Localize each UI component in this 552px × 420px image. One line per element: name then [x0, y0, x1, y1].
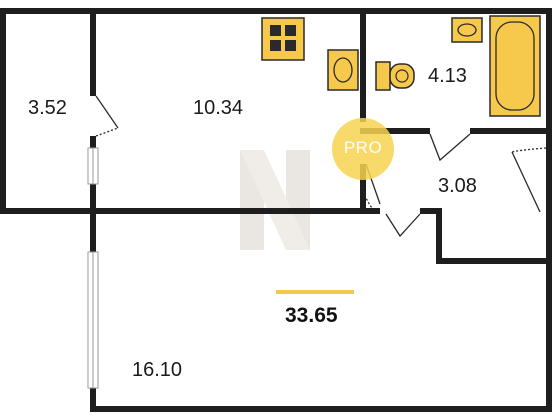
doors — [95, 95, 547, 238]
toilet-icon — [375, 61, 415, 91]
room-area-bathroom: 4.13 — [428, 65, 467, 87]
total-area: 33.65 — [285, 304, 338, 327]
exterior-walls — [0, 8, 552, 412]
room-area-hallway: 3.08 — [438, 175, 477, 197]
windows — [87, 147, 99, 389]
interior-walls — [90, 8, 552, 412]
pro-badge-text: PRO — [343, 138, 383, 157]
room-area-living: 16.10 — [132, 359, 183, 381]
total-area-accent-bar — [276, 290, 354, 294]
room-area-storage: 3.52 — [28, 97, 67, 119]
kitchen-sink-icon — [327, 49, 359, 91]
watermark-logo — [240, 150, 310, 250]
stove-icon — [261, 17, 305, 61]
pro-badge: PRO — [332, 118, 394, 180]
bathtub-icon — [489, 15, 541, 117]
washbasin-icon — [451, 17, 483, 43]
room-area-kitchen: 10.34 — [193, 97, 244, 119]
